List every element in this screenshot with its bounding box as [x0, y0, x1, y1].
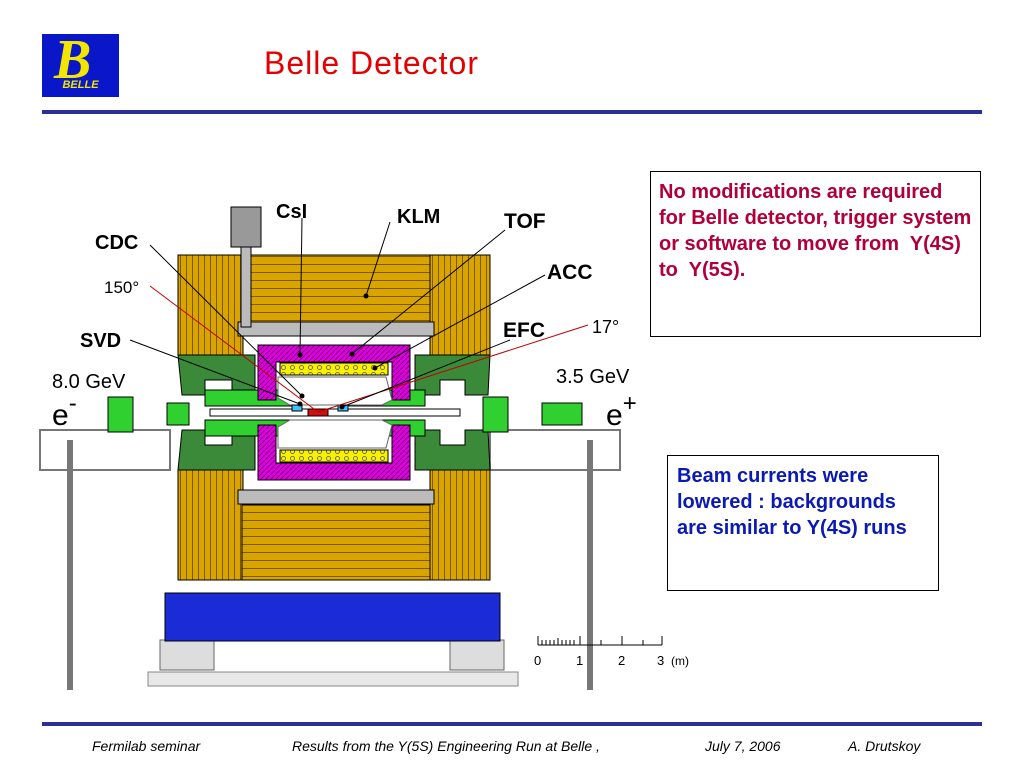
service-pipe: [240, 246, 252, 328]
note-no-modifications-text: No modifications are required for Belle …: [659, 181, 977, 281]
note-beam-currents: Beam currents were lowered : backgrounds…: [667, 455, 939, 591]
belle-logo: B BELLE: [42, 34, 119, 97]
label-tof: TOF: [504, 210, 546, 233]
footer-date: July 7, 2006: [705, 738, 781, 754]
scale-tick-0: 0: [534, 653, 541, 668]
label-angle-17: 17°: [592, 317, 619, 337]
label-efc: EFC: [503, 319, 545, 342]
label-dots: [297, 293, 378, 410]
csi-calorimeter: [257, 344, 411, 481]
detector-base: [164, 592, 501, 642]
scale-tick-3: 3: [657, 653, 664, 668]
interaction-point: [307, 408, 329, 417]
logo-text: BELLE: [62, 79, 99, 91]
label-acc: ACC: [547, 261, 593, 284]
klm-yoke: [177, 254, 491, 581]
acc-top: [279, 362, 389, 376]
scale-tick-2: 2: [618, 653, 625, 668]
efc-left: [291, 404, 303, 412]
label-positron: e+: [606, 390, 637, 432]
magnet-left-outer: [107, 396, 134, 433]
label-energy-left: 8.0 GeV: [52, 371, 126, 393]
service-chimney: [230, 206, 262, 248]
footer-author: A. Drutskoy: [848, 738, 921, 754]
magnet-right-outer: [541, 402, 583, 426]
angle-150-line: [149, 285, 319, 413]
header-rule: [42, 110, 982, 114]
label-cdc: CDC: [95, 232, 138, 254]
cdc-bottom: [277, 419, 393, 449]
footer-rule: [42, 722, 982, 726]
angle-17-line: [317, 324, 589, 413]
label-angle-150: 150°: [104, 278, 139, 297]
magnet-right-inner: [482, 396, 509, 433]
belle-detector-diagram: CsI KLM TOF CDC ACC 150° SVD EFC 17° 8.0…: [39, 201, 689, 690]
label-svd: SVD: [80, 330, 121, 352]
note-beam-currents-text: Beam currents were lowered : backgrounds…: [677, 465, 907, 539]
footer-talk: Results from the Y(5S) Engineering Run a…: [292, 738, 600, 754]
solenoid-top: [237, 321, 435, 337]
label-klm: KLM: [397, 206, 440, 228]
beam-pipe: [209, 408, 461, 417]
acc-bottom: [279, 449, 389, 463]
footer-venue: Fermilab seminar: [92, 738, 201, 754]
solenoid-bottom: [237, 489, 435, 505]
note-no-modifications: No modifications are required for Belle …: [650, 171, 981, 337]
magnet-left-inner: [166, 402, 190, 426]
logo-letter: B: [54, 34, 92, 91]
support-structure: [39, 429, 621, 690]
cdc-top: [277, 376, 393, 406]
label-leaders: [129, 217, 546, 408]
label-csi: CsI: [276, 201, 307, 223]
label-electron: e-: [52, 390, 77, 432]
page-title: Belle Detector: [264, 45, 479, 81]
scale-tick-1: 1: [576, 653, 583, 668]
label-energy-right: 3.5 GeV: [556, 366, 630, 388]
scale-bar: 0 1 2 3 (m): [534, 636, 689, 668]
scale-unit: (m): [671, 654, 689, 668]
